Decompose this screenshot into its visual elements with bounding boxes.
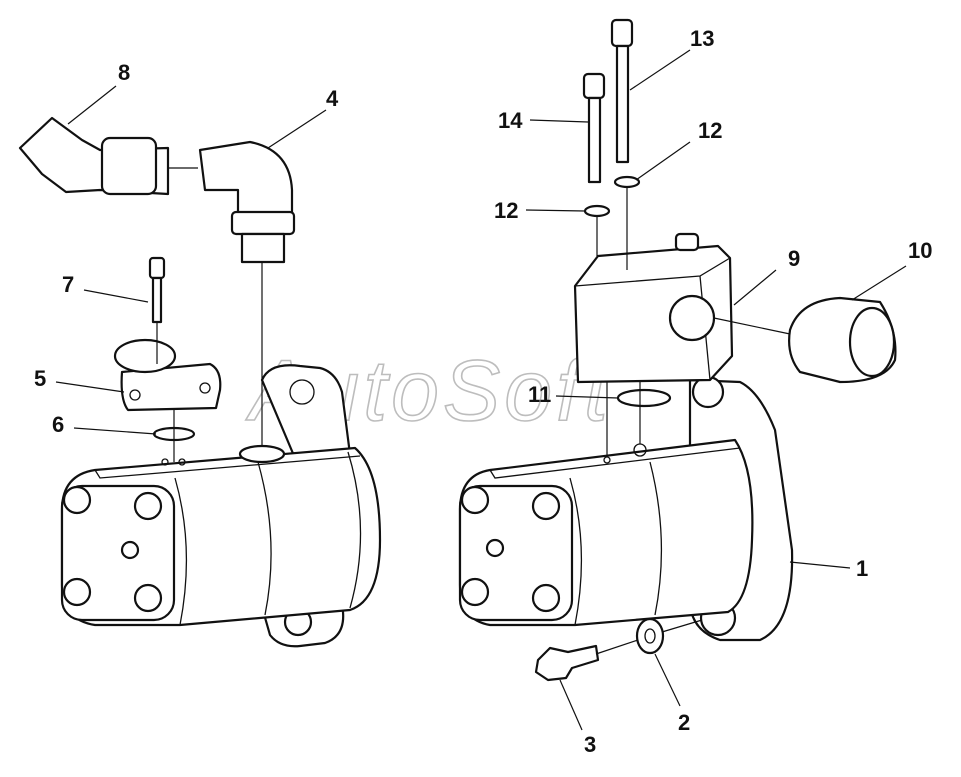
leader-4 [267, 109, 327, 149]
leader-12b [525, 209, 586, 212]
align-line-9-10 [713, 317, 791, 335]
callout-13: 13 [690, 26, 714, 51]
right-cap-screw-13-shank [615, 44, 630, 164]
left-body-edge [94, 455, 361, 479]
right-cover-bolt-2 [531, 491, 561, 521]
right-cover-bolt-1 [460, 485, 490, 515]
leader-14 [529, 119, 589, 123]
right-top-hole-a [603, 456, 611, 464]
left-top-port [238, 444, 286, 464]
right-cap-screw-13-head [610, 18, 634, 48]
left-cover-bolt-4 [133, 583, 163, 613]
right-washer [635, 617, 665, 655]
callout-7: 7 [62, 272, 74, 297]
callout-8: 8 [118, 60, 130, 85]
left-cover-bolt-1 [62, 485, 92, 515]
callout-3: 3 [584, 732, 596, 757]
right-washer-12-upper [613, 175, 641, 189]
leader-10 [851, 265, 907, 301]
leader-12a [635, 141, 691, 181]
right-body-seam-2 [649, 461, 663, 616]
left-mounting-flange [260, 364, 354, 472]
right-washer-12-lower [583, 204, 611, 218]
left-top-hole-b [178, 458, 186, 466]
left-cover-bolt-3 [62, 577, 92, 607]
right-body-seam-1 [569, 477, 583, 626]
callout-2: 2 [678, 710, 690, 735]
left-valve-flange [120, 362, 222, 412]
right-o-ring [616, 388, 672, 408]
leader-9 [733, 269, 777, 306]
leader-3 [559, 679, 583, 731]
left-top-hole-a [161, 458, 169, 466]
right-cover-bolt-3 [460, 577, 490, 607]
right-hex-bolt [534, 644, 600, 682]
callout-1: 1 [856, 556, 868, 581]
right-block-plug [674, 232, 700, 252]
callout-labels: 8 4 7 5 6 9 10 11 12 12 13 14 1 2 3 [34, 26, 932, 757]
right-pump-assembly [458, 18, 897, 682]
left-cover-center-hole [120, 540, 140, 560]
left-body-seam-1 [174, 477, 188, 626]
callout-6: 6 [52, 412, 64, 437]
callout-10: 10 [908, 238, 932, 263]
left-valve-bolt-a [129, 389, 141, 401]
left-elbow-thread [240, 232, 286, 264]
callout-12-upper: 12 [698, 118, 722, 143]
left-elbow-nut [230, 210, 296, 236]
leader-2 [654, 653, 681, 707]
callout-14: 14 [498, 108, 523, 133]
right-cover-center-hole [485, 538, 505, 558]
leader-5 [55, 381, 125, 393]
leader-11 [555, 395, 619, 399]
right-fitting-bore [848, 306, 896, 378]
right-body-edge [489, 447, 741, 479]
leader-6 [73, 427, 157, 435]
left-body-seam-2 [257, 461, 272, 616]
left-cover-bolt-2 [133, 491, 163, 521]
align-line-2-flange [661, 619, 703, 633]
right-flange-bolt-top [691, 375, 725, 409]
leader-7 [83, 289, 149, 303]
right-washer-hole [644, 628, 656, 644]
callout-9: 9 [788, 246, 800, 271]
right-cover-bolt-4 [531, 583, 561, 613]
leader-1 [789, 561, 851, 569]
callout-12-lower: 12 [494, 198, 518, 223]
callout-4: 4 [326, 86, 339, 111]
right-manifold-block [573, 244, 734, 384]
leader-13 [629, 49, 691, 91]
leader-lines [55, 49, 907, 731]
leader-8 [67, 85, 117, 125]
left-hose-nut [100, 136, 158, 196]
right-cap-screw-14-shank [587, 96, 602, 184]
right-block-port [668, 294, 716, 342]
left-valve-dome [113, 338, 177, 374]
left-cap-screw-head [148, 256, 166, 280]
left-pump-assembly [18, 116, 382, 648]
left-flange-hole-top [289, 379, 315, 405]
callout-5: 5 [34, 366, 46, 391]
left-cap-screw-shank [151, 276, 163, 324]
left-body-seam-3 [347, 451, 362, 609]
align-line-3-2 [595, 639, 639, 655]
right-cap-screw-14-head [582, 72, 606, 100]
left-valve-bolt-b [199, 382, 211, 394]
callout-11: 11 [528, 382, 551, 407]
left-elbow-fitting [198, 140, 294, 217]
